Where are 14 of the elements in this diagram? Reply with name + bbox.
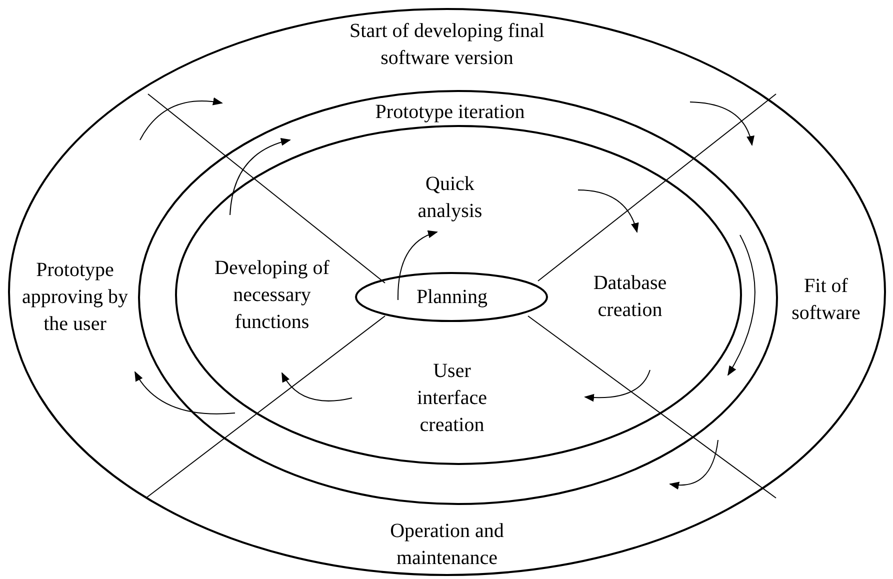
sector-label: Developing of necessary functions: [214, 256, 330, 334]
sector-label: Database creation: [592, 271, 668, 323]
sector-label: Prototype approving by the user: [20, 258, 130, 336]
sector-label: Planning: [415, 284, 489, 310]
middle-ellipse: [138, 90, 778, 505]
outer-ellipse: [8, 8, 886, 576]
inner-ellipse: [175, 125, 742, 465]
sector-label: Start of developing final software version: [348, 19, 546, 71]
sector-label: User interface creation: [416, 358, 488, 438]
center-ellipse: [355, 272, 548, 322]
sector-label: Operation and maintenance: [389, 519, 505, 571]
sector-label: Fit of software: [790, 274, 862, 326]
sector-label: Prototype iteration: [374, 100, 526, 124]
sector-label: Quick analysis: [416, 172, 484, 224]
